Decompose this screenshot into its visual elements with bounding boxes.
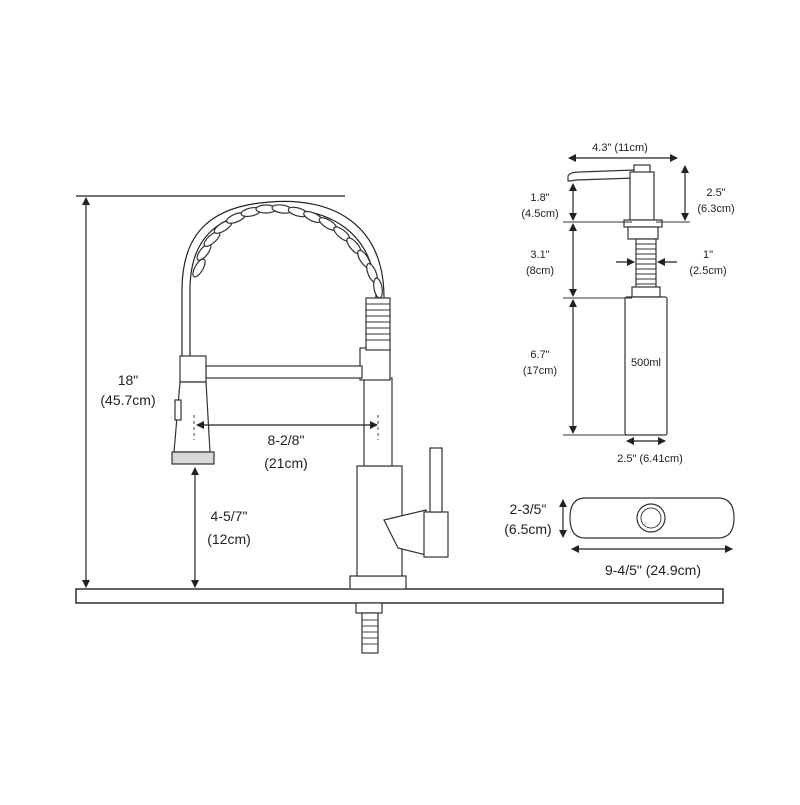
faucet-reach-label: 8-2/8" (268, 432, 305, 448)
spring-coil (181, 200, 391, 356)
shank-diameter-cm-label: (2.5cm) (689, 265, 726, 277)
faucet-reach-cm-label: (21cm) (264, 455, 308, 471)
dispenser-width-label: 4.3" (11cm) (592, 142, 648, 154)
deck-plate-width-label: 9-4/5" (24.9cm) (605, 562, 701, 578)
countertop (75, 588, 724, 604)
faucet-drawing (171, 200, 449, 654)
bottle-capacity-label: 500ml (631, 357, 661, 369)
faucet-height-label: 18" (118, 372, 139, 388)
head-height-cm-label: (6.3cm) (697, 203, 734, 215)
deck-plate-drawing (559, 497, 735, 553)
faucet-base (349, 575, 407, 590)
soap-dispenser-drawing (567, 164, 668, 436)
dispenser-bottle (624, 296, 668, 436)
dispenser-head (629, 171, 655, 221)
faucet-clearance-cm-label: (12cm) (207, 531, 251, 547)
deck-plate-height-cm-label: (6.5cm) (504, 521, 551, 537)
shank-length-label: 3.1" (530, 249, 549, 261)
faucet-handle (383, 447, 449, 558)
nozzle-height-label: 1.8" (530, 192, 549, 204)
sprayer-head (171, 355, 215, 465)
faucet-dimensions (76, 195, 378, 588)
bottle-width-label: 2.5" (6.41cm) (617, 453, 683, 465)
shank-diameter-label: 1" (703, 249, 713, 261)
nozzle-height-cm-label: (4.5cm) (521, 208, 558, 220)
head-height-label: 2.5" (706, 187, 725, 199)
faucet-shank (355, 602, 383, 614)
shank-length-cm-label: (8cm) (526, 265, 554, 277)
faucet-height-cm-label: (45.7cm) (100, 392, 155, 408)
dispenser-dimensions (563, 154, 690, 445)
bottle-height-cm-label: (17cm) (523, 365, 557, 377)
bottle-height-label: 6.7" (530, 349, 549, 361)
spray-holder-bar (205, 365, 363, 379)
faucet-clearance-label: 4-5/7" (211, 508, 248, 524)
deck-plate-height-label: 2-3/5" (510, 501, 547, 517)
